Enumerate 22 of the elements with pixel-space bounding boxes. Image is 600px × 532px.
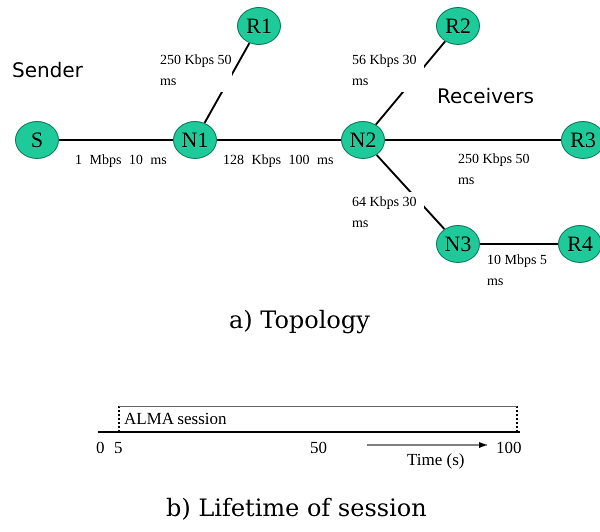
node-circle: S bbox=[15, 121, 59, 159]
link-line bbox=[217, 139, 341, 141]
tick-label: 5 bbox=[114, 438, 122, 458]
link-line bbox=[59, 139, 173, 141]
node-circle: N2 bbox=[341, 121, 385, 159]
caption: a) Topology bbox=[229, 306, 370, 334]
tick-label: 0 bbox=[96, 438, 104, 458]
node-circle: N1 bbox=[173, 121, 217, 159]
session-bar: ALMA session bbox=[118, 406, 518, 432]
group-label: Receivers bbox=[437, 84, 534, 108]
axis-title: Time (s) bbox=[407, 450, 464, 470]
group-label: Sender bbox=[12, 58, 83, 82]
node-circle: R2 bbox=[436, 7, 480, 45]
node-circle: R4 bbox=[558, 225, 600, 263]
link-line bbox=[385, 139, 561, 141]
tick-label: 100 bbox=[496, 438, 522, 458]
node-circle: R1 bbox=[237, 7, 281, 45]
node-circle: R3 bbox=[561, 121, 600, 159]
tick-label: 50 bbox=[310, 438, 327, 458]
node-circle: N3 bbox=[436, 225, 480, 263]
link-line bbox=[480, 243, 558, 245]
caption: b) Lifetime of session bbox=[166, 494, 427, 522]
